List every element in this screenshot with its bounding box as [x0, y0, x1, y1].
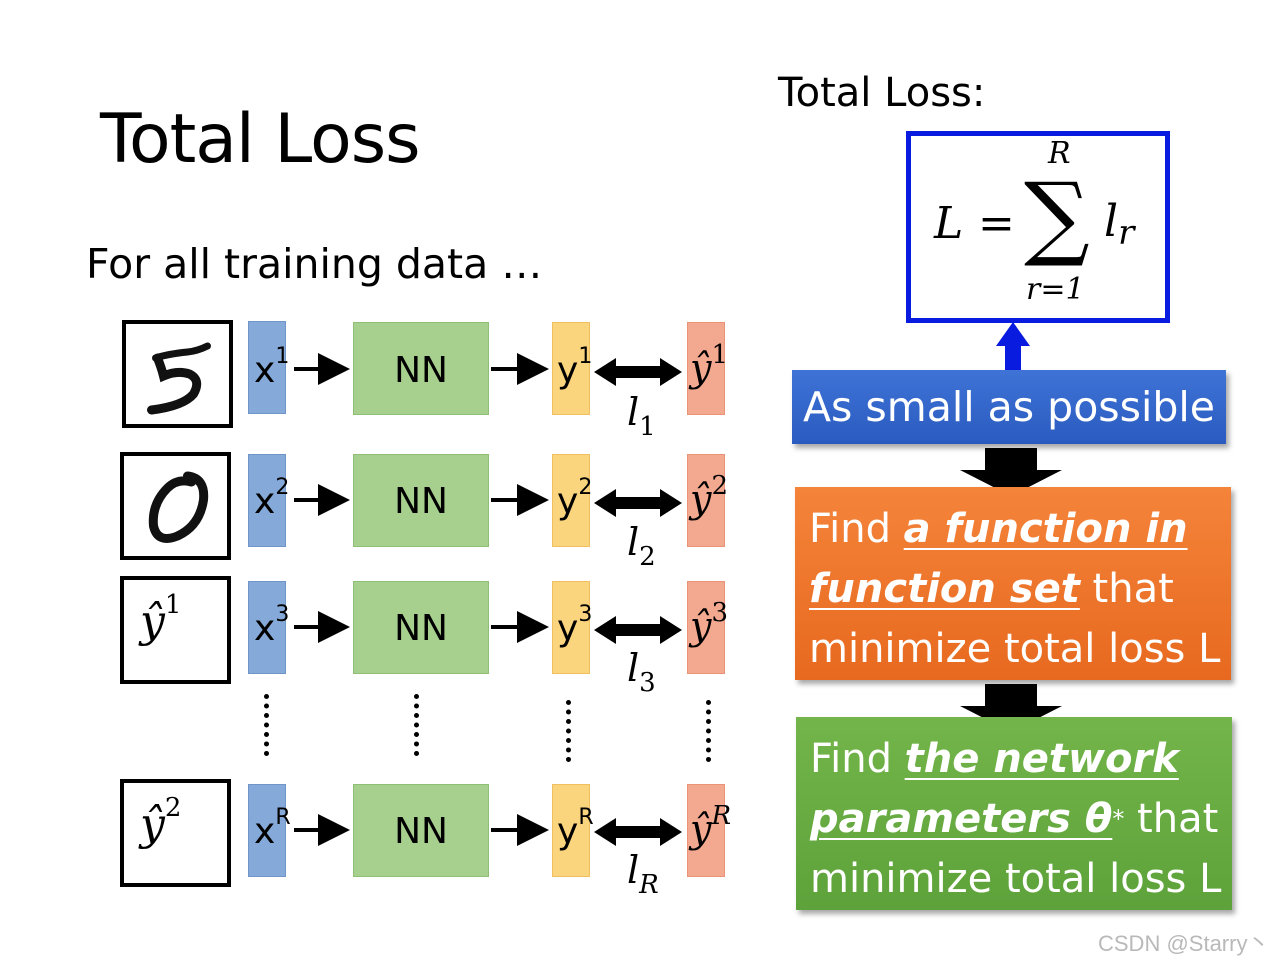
y-box-2: [552, 454, 590, 547]
x-box-1: [248, 321, 286, 414]
nn-label-1: NN: [394, 350, 448, 391]
input-image-digit-0: [120, 452, 231, 560]
x-label-3: x3: [254, 602, 290, 649]
yhat-box-2: [687, 454, 725, 547]
orange-line-2: function set that: [809, 566, 1174, 612]
as-small-as-possible-banner: As small as possible: [792, 370, 1226, 444]
digit-5-drawing: [147, 342, 211, 415]
y-label-3: y3: [557, 602, 593, 649]
ellipsis-yhat: [706, 700, 717, 762]
formula-upper-limit: R: [1048, 136, 1071, 171]
orange-line-1: Find a function in: [809, 506, 1188, 552]
ellipsis-y: [566, 700, 577, 762]
total-loss-label: Total Loss:: [778, 70, 986, 116]
formula-sigma: ∑: [1024, 163, 1090, 270]
formula-equals: =: [978, 198, 1015, 249]
nn-box-r: [353, 784, 489, 877]
y-box-3: [552, 581, 590, 674]
formula-lower-limit: r=1: [1026, 272, 1085, 307]
x-box-3: [248, 581, 286, 674]
green-line-1: Find the network: [810, 736, 1179, 782]
loss-label-2: l2: [627, 520, 656, 572]
loss-label-r: lR: [627, 848, 659, 900]
yhat-label-1: ŷ1: [690, 340, 729, 390]
digit-0-drawing: [148, 471, 209, 543]
input-yhat-2-label: ŷ2: [140, 793, 182, 850]
double-arrow-r: [594, 818, 682, 846]
ellipsis-x: [264, 694, 275, 756]
x-box-r: [248, 784, 286, 877]
y-box-r: [552, 784, 590, 877]
nn-label-r: NN: [394, 811, 448, 852]
yhat-box-3: [687, 581, 725, 674]
double-arrow-3: [594, 616, 682, 644]
yhat-label-r: ŷR: [690, 801, 732, 851]
nn-box-2: [353, 454, 489, 547]
loss-label-1: l1: [627, 390, 656, 442]
double-arrows: [594, 358, 682, 846]
nn-label-3: NN: [394, 608, 448, 649]
watermark: CSDN @Starry丶: [1098, 931, 1270, 956]
down-arrow-2: [960, 684, 1062, 732]
double-arrow-2: [594, 489, 682, 517]
input-yhat-2: [120, 779, 231, 887]
page-title: Total Loss: [100, 100, 421, 179]
nn-label-2: NN: [394, 481, 448, 522]
x-label-r: xR: [254, 805, 291, 852]
nn-box-1: [353, 322, 489, 415]
green-line-2: parameters θ* that: [810, 796, 1219, 842]
loss-label-3: l3: [627, 646, 656, 698]
x-label-1: x1: [254, 344, 290, 391]
input-yhat-1-label: ŷ1: [140, 590, 182, 647]
find-function-banner: Find a function in function set that min…: [795, 487, 1231, 680]
double-arrow-1: [594, 358, 682, 386]
y-box-1: [552, 322, 590, 415]
formula-term: lr: [1104, 196, 1135, 253]
blue-up-arrow: [996, 322, 1030, 370]
down-arrow-1: [960, 448, 1062, 496]
yhat-label-3: ŷ3: [690, 598, 729, 648]
y-label-1: y1: [557, 344, 593, 391]
green-line-3: minimize total loss L: [810, 856, 1222, 902]
formula-lhs: L: [934, 198, 964, 249]
total-loss-formula: [906, 131, 1170, 323]
yhat-label-2: ŷ2: [690, 471, 729, 521]
yhat-box-1: [687, 322, 725, 415]
y-label-r: yR: [557, 805, 594, 852]
x-box-2: [248, 454, 286, 547]
yhat-box-r: [687, 784, 725, 877]
orange-line-3: minimize total loss L: [809, 626, 1221, 672]
x-label-2: x2: [254, 475, 290, 522]
nn-box-3: [353, 581, 489, 674]
y-label-2: y2: [557, 475, 593, 522]
input-yhat-1: [120, 576, 231, 684]
ellipsis-nn: [414, 694, 425, 756]
subtitle: For all training data …: [86, 240, 543, 288]
input-image-digit-5: [122, 320, 233, 428]
find-parameters-banner: Find the network parameters θ* that mini…: [796, 717, 1232, 910]
row-arrows: [294, 353, 549, 846]
